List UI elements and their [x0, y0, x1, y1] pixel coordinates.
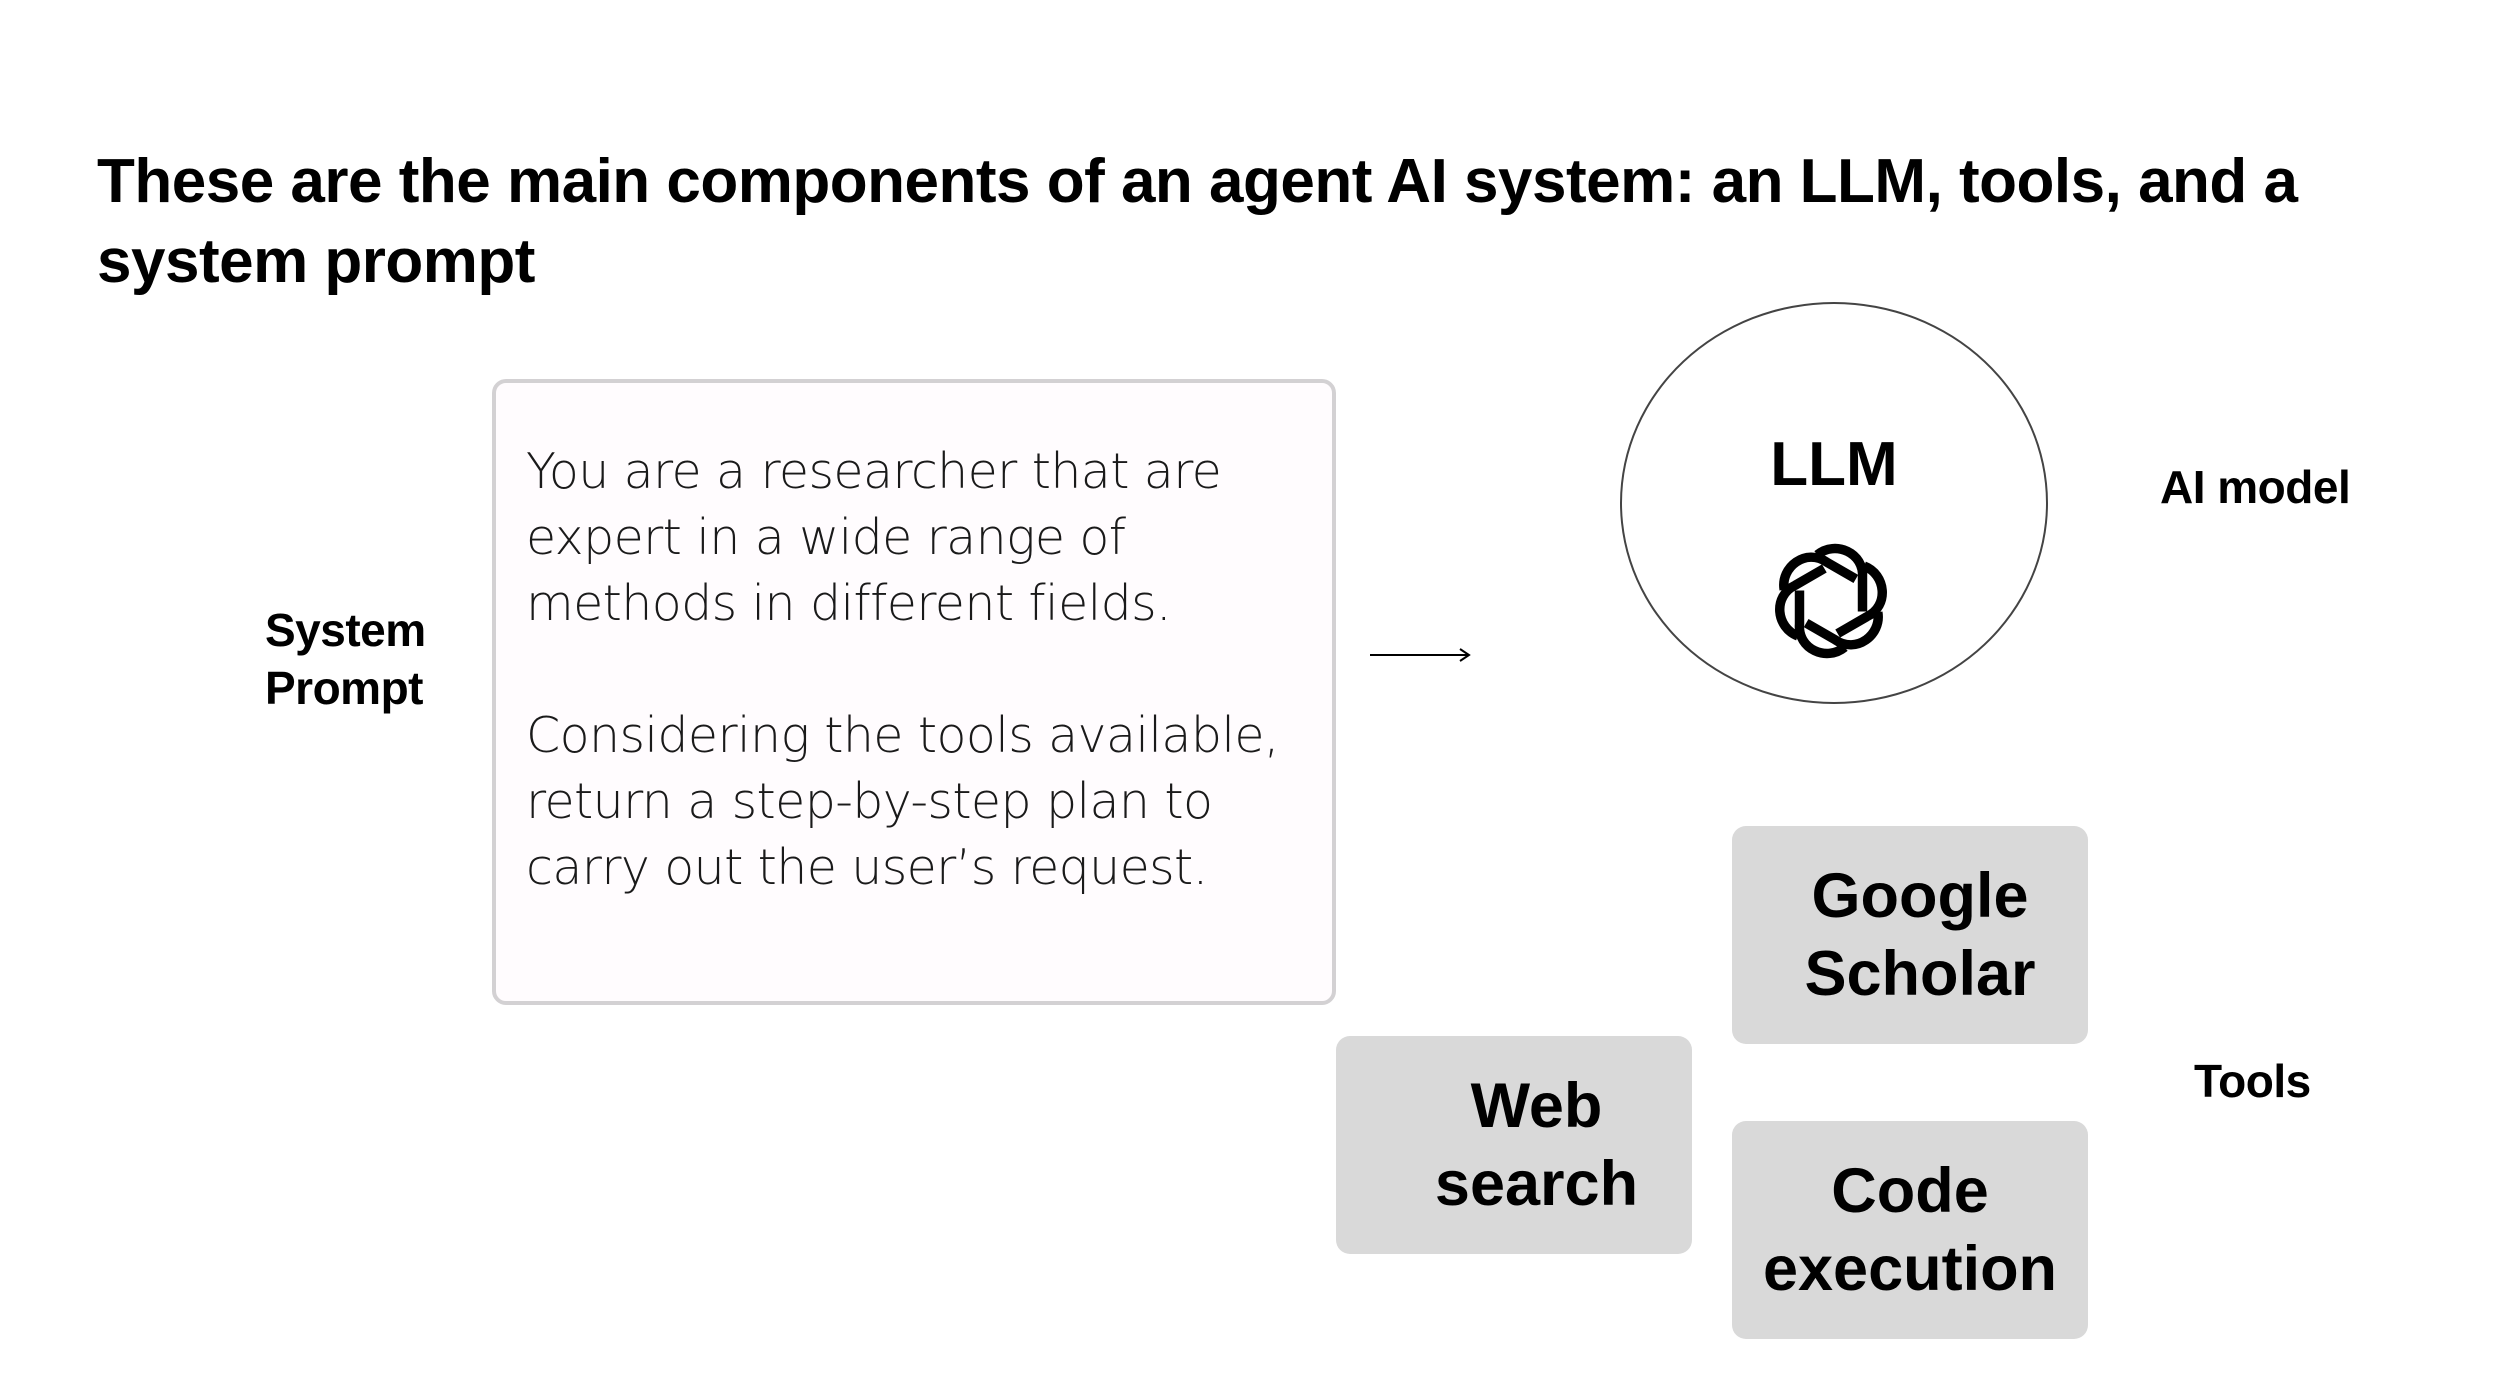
code-execution-tool: Code execution [1732, 1121, 2088, 1339]
system-prompt-box: You are a researcher that are expert in … [492, 379, 1336, 1005]
arrow-icon [1370, 648, 1471, 662]
page-title: These are the main components of an agen… [97, 147, 2298, 296]
system-prompt-paragraph-1: You are a researcher that are expert in … [526, 443, 1222, 632]
web-search-label: Web search [1434, 1071, 1639, 1219]
web-search-tool: Web search [1336, 1036, 1692, 1254]
llm-title: LLM [1770, 430, 1898, 499]
system-prompt-paragraph-2: Considering the tools available, return … [526, 707, 1279, 896]
ai-model-label: AI model [2160, 461, 2351, 513]
google-scholar-tool: Google Scholar [1732, 826, 2088, 1044]
llm-circle: LLM [1620, 302, 2048, 704]
tools-label: Tools [2194, 1055, 2311, 1107]
openai-logo-icon [1768, 538, 1894, 664]
code-execution-label: Code execution [1762, 1156, 2058, 1304]
google-scholar-label: Google Scholar [1804, 861, 2036, 1009]
system-prompt-label: System Prompt [265, 604, 426, 714]
